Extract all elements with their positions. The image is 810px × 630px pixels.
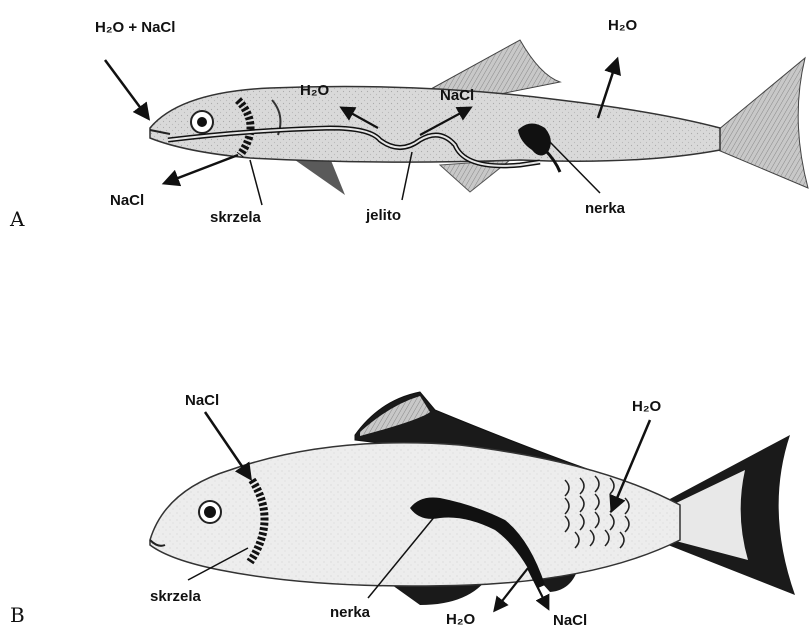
label-water-in-b: H₂O [632, 398, 661, 415]
label-gut-salt-a: NaCl [440, 87, 474, 104]
label-water-out-a: H₂O [608, 17, 637, 34]
panel-letter-b: B [10, 603, 25, 627]
tail-fin-a [718, 58, 808, 188]
label-urine-water-b: H₂O [446, 611, 475, 628]
label-kidney-b: nerka [330, 604, 371, 621]
label-gills-b: skrzela [150, 588, 202, 605]
label-gill-salt-a: NaCl [110, 192, 144, 209]
panel-b: NaCl H₂O skrzela nerka H₂O NaCl B [10, 392, 795, 629]
label-kidney-a: nerka [585, 200, 626, 217]
fish-body-a [150, 87, 720, 163]
label-salt-in-b: NaCl [185, 392, 219, 409]
label-gills-a: skrzela [210, 209, 262, 226]
pelvic-fin-a [295, 158, 345, 195]
label-intestine-a: jelito [365, 207, 401, 224]
fish-body-b [150, 443, 680, 586]
label-inflow-a: H₂O + NaCl [95, 19, 175, 36]
panel-letter-a: A [9, 207, 25, 231]
label-urine-salt-b: NaCl [553, 612, 587, 629]
panel-a: H₂O + NaCl H₂O H₂O NaCl NaCl skrzela jel… [9, 17, 808, 231]
label-gut-water-a: H₂O [300, 82, 329, 99]
